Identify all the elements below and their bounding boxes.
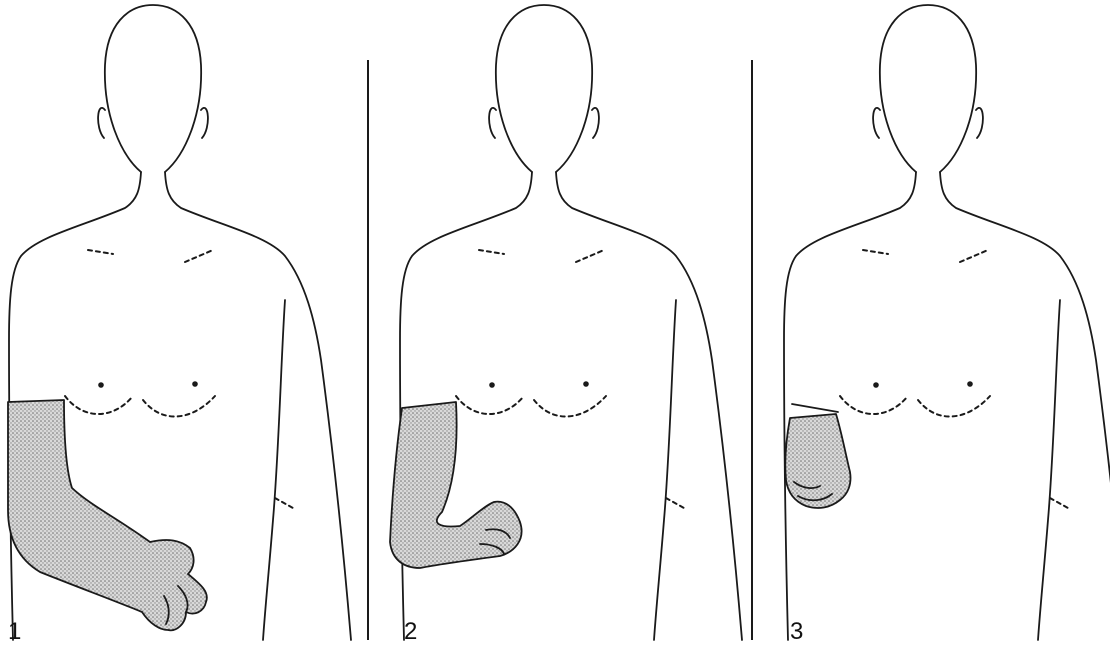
- shaded-forearm-and-hand: [8, 400, 207, 630]
- panel-2: [390, 5, 742, 640]
- forearm-cuff-line: [792, 404, 838, 412]
- panel-label-1: 1: [8, 620, 21, 644]
- panel-label-3: 3: [790, 620, 803, 644]
- panel-1: [8, 5, 351, 640]
- body-outline: [784, 5, 1110, 640]
- panel-label-2: 2: [404, 620, 417, 644]
- shaded-hand: [785, 414, 850, 508]
- shaded-forearm-and-hand: [390, 402, 522, 568]
- panel-3: [784, 5, 1110, 640]
